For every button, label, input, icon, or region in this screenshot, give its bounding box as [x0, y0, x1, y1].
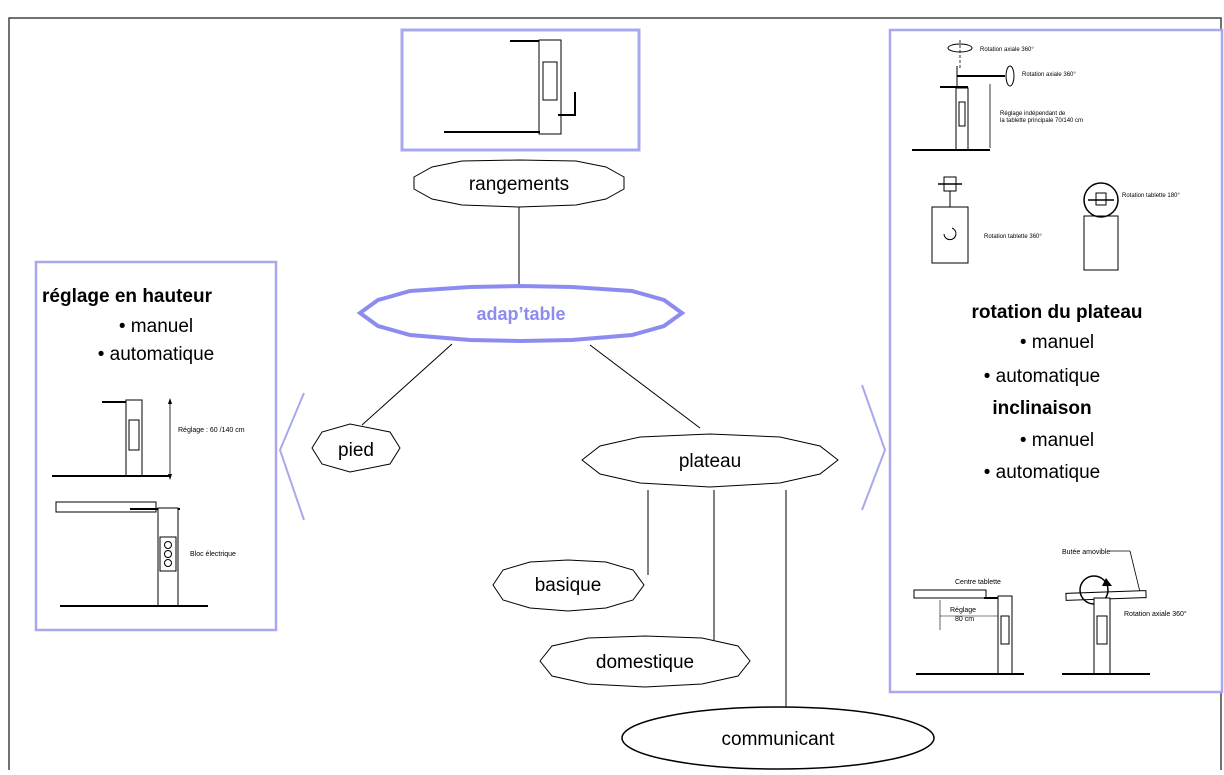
right-label-rot180: Rotation tablette 180°: [1122, 193, 1180, 199]
left-panel-title: réglage en hauteur: [42, 286, 212, 307]
right-sketch-rotation: Rotation axiale 360° Rotation axiale 360…: [912, 40, 1083, 151]
right-label-reglage80b: 80 cm: [955, 616, 974, 623]
right-label-centre: Centre tablette: [955, 579, 1001, 586]
top-sketch-frame: [400, 28, 641, 152]
left-sketch-height: Réglage : 60 /140 cm: [52, 398, 245, 480]
right-label-rot2: Rotation axiale 360°: [1022, 72, 1076, 78]
node-communicant: communicant: [722, 729, 836, 750]
node-domestique: domestique: [596, 652, 694, 673]
node-center: adap’table: [476, 304, 565, 324]
node-rangements-shape: [413, 159, 625, 208]
node-plateau-shape: [581, 433, 839, 488]
node-plateau: plateau: [679, 451, 741, 472]
right-panel-frame: [888, 28, 1224, 694]
right-sketch-inclinaison: Butée amovible Centre tablette Réglage 8…: [913, 549, 1187, 675]
right-sketch-tablette: Rotation tablette 360° Rotation tablette…: [931, 176, 1180, 271]
left-label-reglage: Réglage : 60 /140 cm: [178, 427, 245, 434]
right-panel-pointer: [861, 384, 887, 511]
right-inclinaison-manuel: • manuel: [1019, 430, 1095, 451]
left-label-bloc: Bloc électrique: [190, 551, 236, 558]
line-pied: [361, 343, 453, 426]
node-basique-shape: [492, 559, 645, 612]
right-label-rot360: Rotation tablette 360°: [984, 234, 1042, 240]
left-panel-pointer: [278, 392, 305, 521]
right-rotation-title: rotation du plateau: [971, 302, 1143, 323]
right-label-reglage80a: Réglage: [950, 607, 976, 614]
right-label-indep1: Réglage indépendant de: [1000, 111, 1066, 117]
line-plateau: [589, 344, 701, 429]
node-rangements: rangements: [469, 174, 569, 195]
right-rotation-manuel: • manuel: [1019, 332, 1095, 353]
node-basique: basique: [535, 575, 602, 596]
right-label-rot3: Rotation axiale 360°: [1124, 610, 1187, 618]
right-label-rot1: Rotation axiale 360°: [980, 47, 1034, 53]
right-inclinaison-automatique: • automatique: [983, 462, 1101, 483]
left-sketch-block: Bloc électrique: [55, 501, 236, 607]
node-pied-shape: [311, 423, 401, 473]
left-bullet-automatique: • automatique: [97, 344, 215, 365]
left-bullet-manuel: • manuel: [118, 316, 194, 337]
node-pied: pied: [338, 440, 374, 461]
right-label-indep2: la tablette principale 70/140 cm: [1000, 118, 1083, 124]
node-communicant-shape: [621, 706, 935, 770]
right-label-butee: Butée amovible: [1062, 549, 1110, 556]
node-domestique-shape: [539, 635, 751, 688]
connectors: [361, 205, 787, 708]
left-panel-frame: [34, 260, 278, 632]
node-center-shape: [356, 283, 686, 344]
right-inclinaison-title: inclinaison: [992, 398, 1092, 419]
right-rotation-automatique: • automatique: [983, 366, 1101, 387]
